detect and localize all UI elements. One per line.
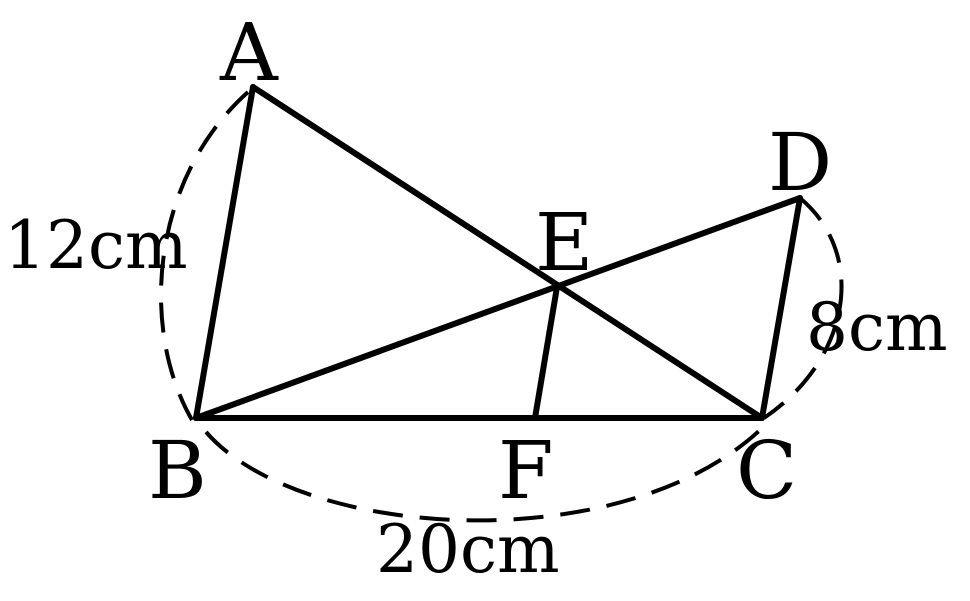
point-label-d: D [768,116,832,209]
length-label-cd: 8cm [806,289,948,366]
point-label-c: C [736,424,797,517]
point-label-a: A [219,6,279,99]
point-label-e: E [535,196,593,289]
point-label-f: F [498,424,554,517]
segment-ef [532,284,560,421]
arc-ab-length [159,90,250,421]
arc-cd-length [762,196,844,420]
arc-bc-length [204,428,762,523]
segment-ab [193,84,256,421]
length-label-bc: 20cm [376,511,560,588]
segment-ac [250,84,765,421]
length-label-ab: 12cm [4,207,188,284]
segment-bd [193,195,803,421]
segment-cd [759,195,803,421]
point-label-b: B [148,424,207,517]
